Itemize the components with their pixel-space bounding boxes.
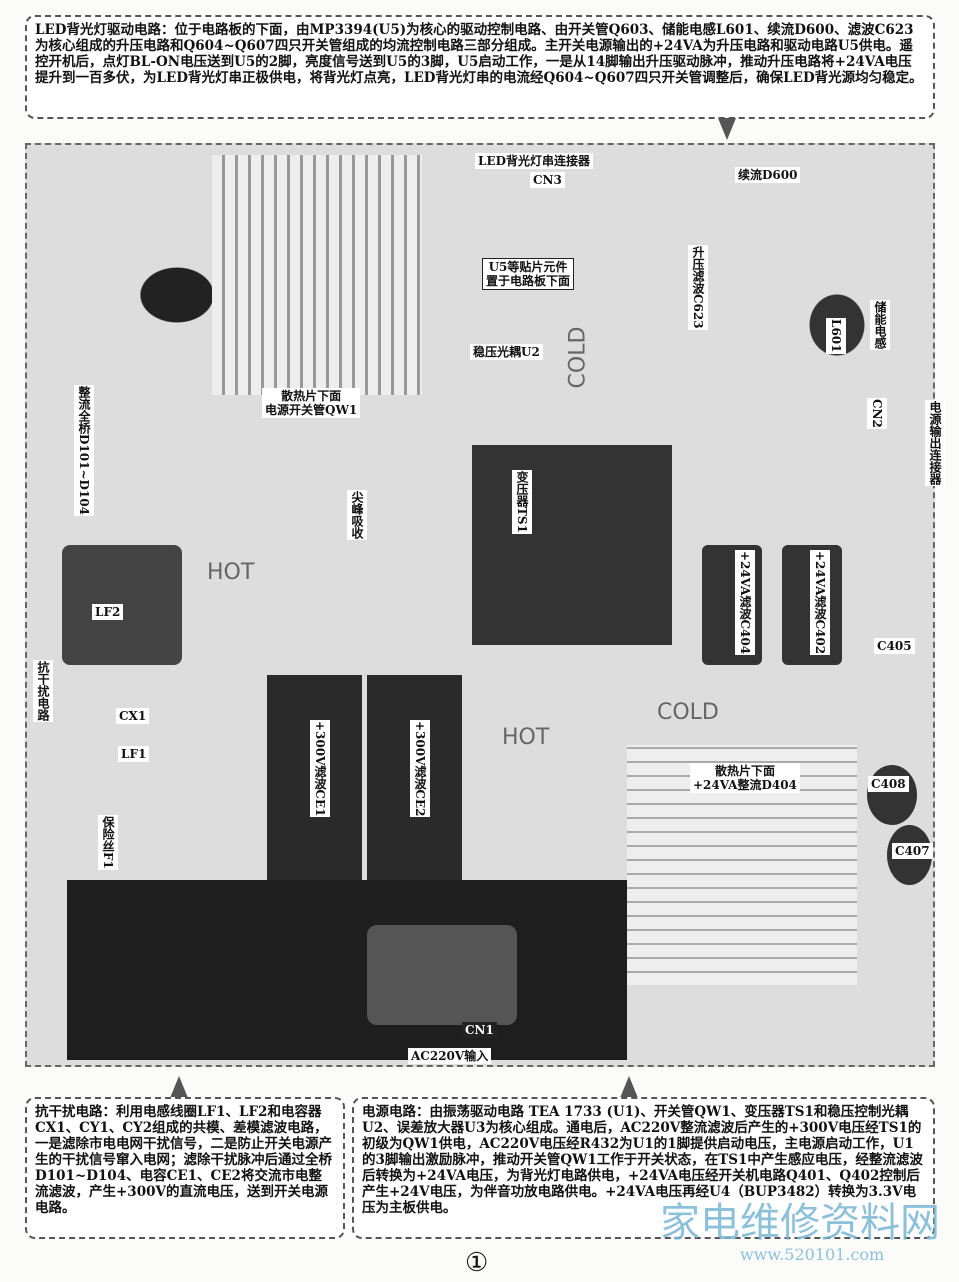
board-hot-text: HOT bbox=[502, 725, 550, 750]
label-output-connector: 电源输出连接器 bbox=[925, 400, 945, 486]
board-hot-text: HOT bbox=[207, 560, 255, 585]
label-u5: U5等贴片元件 置于电路板下面 bbox=[482, 258, 575, 290]
label-u5-line1: U5等贴片元件 bbox=[488, 260, 568, 274]
label-lf1: LF1 bbox=[118, 746, 150, 762]
label-c405: C405 bbox=[874, 638, 915, 654]
label-cn1: CN1 bbox=[462, 1022, 497, 1038]
figure-number: ① bbox=[465, 1248, 489, 1278]
label-spike: 尖峰吸收 bbox=[347, 490, 367, 540]
label-ce1: +300V滤波CE1 bbox=[310, 720, 330, 818]
board-cold-text: COLD bbox=[565, 326, 591, 389]
label-qw1-line1: 散热片下面 bbox=[281, 389, 342, 403]
label-l601: L601 bbox=[826, 318, 846, 354]
label-c623: 升压滤波C623 bbox=[688, 245, 708, 330]
label-d404-line2: +24VA整流D404 bbox=[693, 778, 797, 792]
transformer-ts1 bbox=[472, 445, 672, 645]
label-c407: C407 bbox=[892, 843, 933, 859]
label-emi: 抗干扰电路 bbox=[33, 660, 53, 722]
label-cn2: CN2 bbox=[867, 398, 887, 429]
label-cx1: CX1 bbox=[116, 708, 150, 724]
board-cold-text: COLD bbox=[657, 700, 719, 725]
label-lf2: LF2 bbox=[92, 604, 124, 620]
note-pointer bbox=[170, 1076, 188, 1098]
emi-circuit-note: 抗干扰电路：利用电感线圈LF1、LF2和电容器CX1、CY1、CY2组成的共模、… bbox=[25, 1097, 345, 1239]
label-storage-inductor: 储能电感 bbox=[870, 300, 890, 350]
label-u2: 稳压光耦U2 bbox=[470, 344, 543, 360]
label-c408: C408 bbox=[868, 776, 909, 792]
pcb-photo: HOT HOT COLD COLD bbox=[25, 143, 935, 1067]
label-d404: 散热片下面 +24VA整流D404 bbox=[690, 763, 800, 793]
label-ts1: 变压器TS1 bbox=[512, 470, 532, 534]
label-qw1-line2: 电源开关管QW1 bbox=[265, 403, 358, 417]
heatsink-qw1 bbox=[212, 155, 422, 395]
label-qw1: 散热片下面 电源开关管QW1 bbox=[262, 388, 361, 418]
ac-inlet-shield bbox=[67, 880, 627, 1060]
watermark-url: www.520101.com bbox=[740, 1245, 885, 1264]
label-led-connector: LED背光灯串连接器 bbox=[475, 153, 593, 169]
label-c402: +24VA滤波C402 bbox=[810, 550, 830, 656]
capacitor-c408 bbox=[867, 765, 917, 825]
label-d600: 续流D600 bbox=[735, 167, 801, 183]
watermark-name: 家电维修资料网 bbox=[660, 1200, 940, 1246]
label-cn3: CN3 bbox=[530, 172, 565, 188]
label-u5-line2: 置于电路板下面 bbox=[486, 274, 571, 288]
label-c404: +24VA滤波C404 bbox=[735, 550, 755, 656]
label-ac-input: AC220V输入 bbox=[408, 1048, 492, 1064]
label-fuse: 保险丝F1 bbox=[98, 815, 118, 870]
label-d404-line1: 散热片下面 bbox=[714, 764, 775, 778]
ac-socket bbox=[367, 925, 517, 1025]
power-circuit-note: 电源电路：由振荡驱动电路 TEA 1733 (U1)、开关管QW1、变压器TS1… bbox=[352, 1097, 935, 1239]
label-ce2: +300V滤波CE2 bbox=[410, 720, 430, 818]
note-pointer bbox=[620, 1076, 638, 1098]
note-pointer bbox=[718, 118, 736, 140]
label-bridge: 整流全桥D101~D104 bbox=[74, 385, 94, 516]
led-driver-note: LED背光灯驱动电路：位于电路板的下面，由MP3394(U5)为核心的驱动控制电… bbox=[25, 15, 935, 119]
